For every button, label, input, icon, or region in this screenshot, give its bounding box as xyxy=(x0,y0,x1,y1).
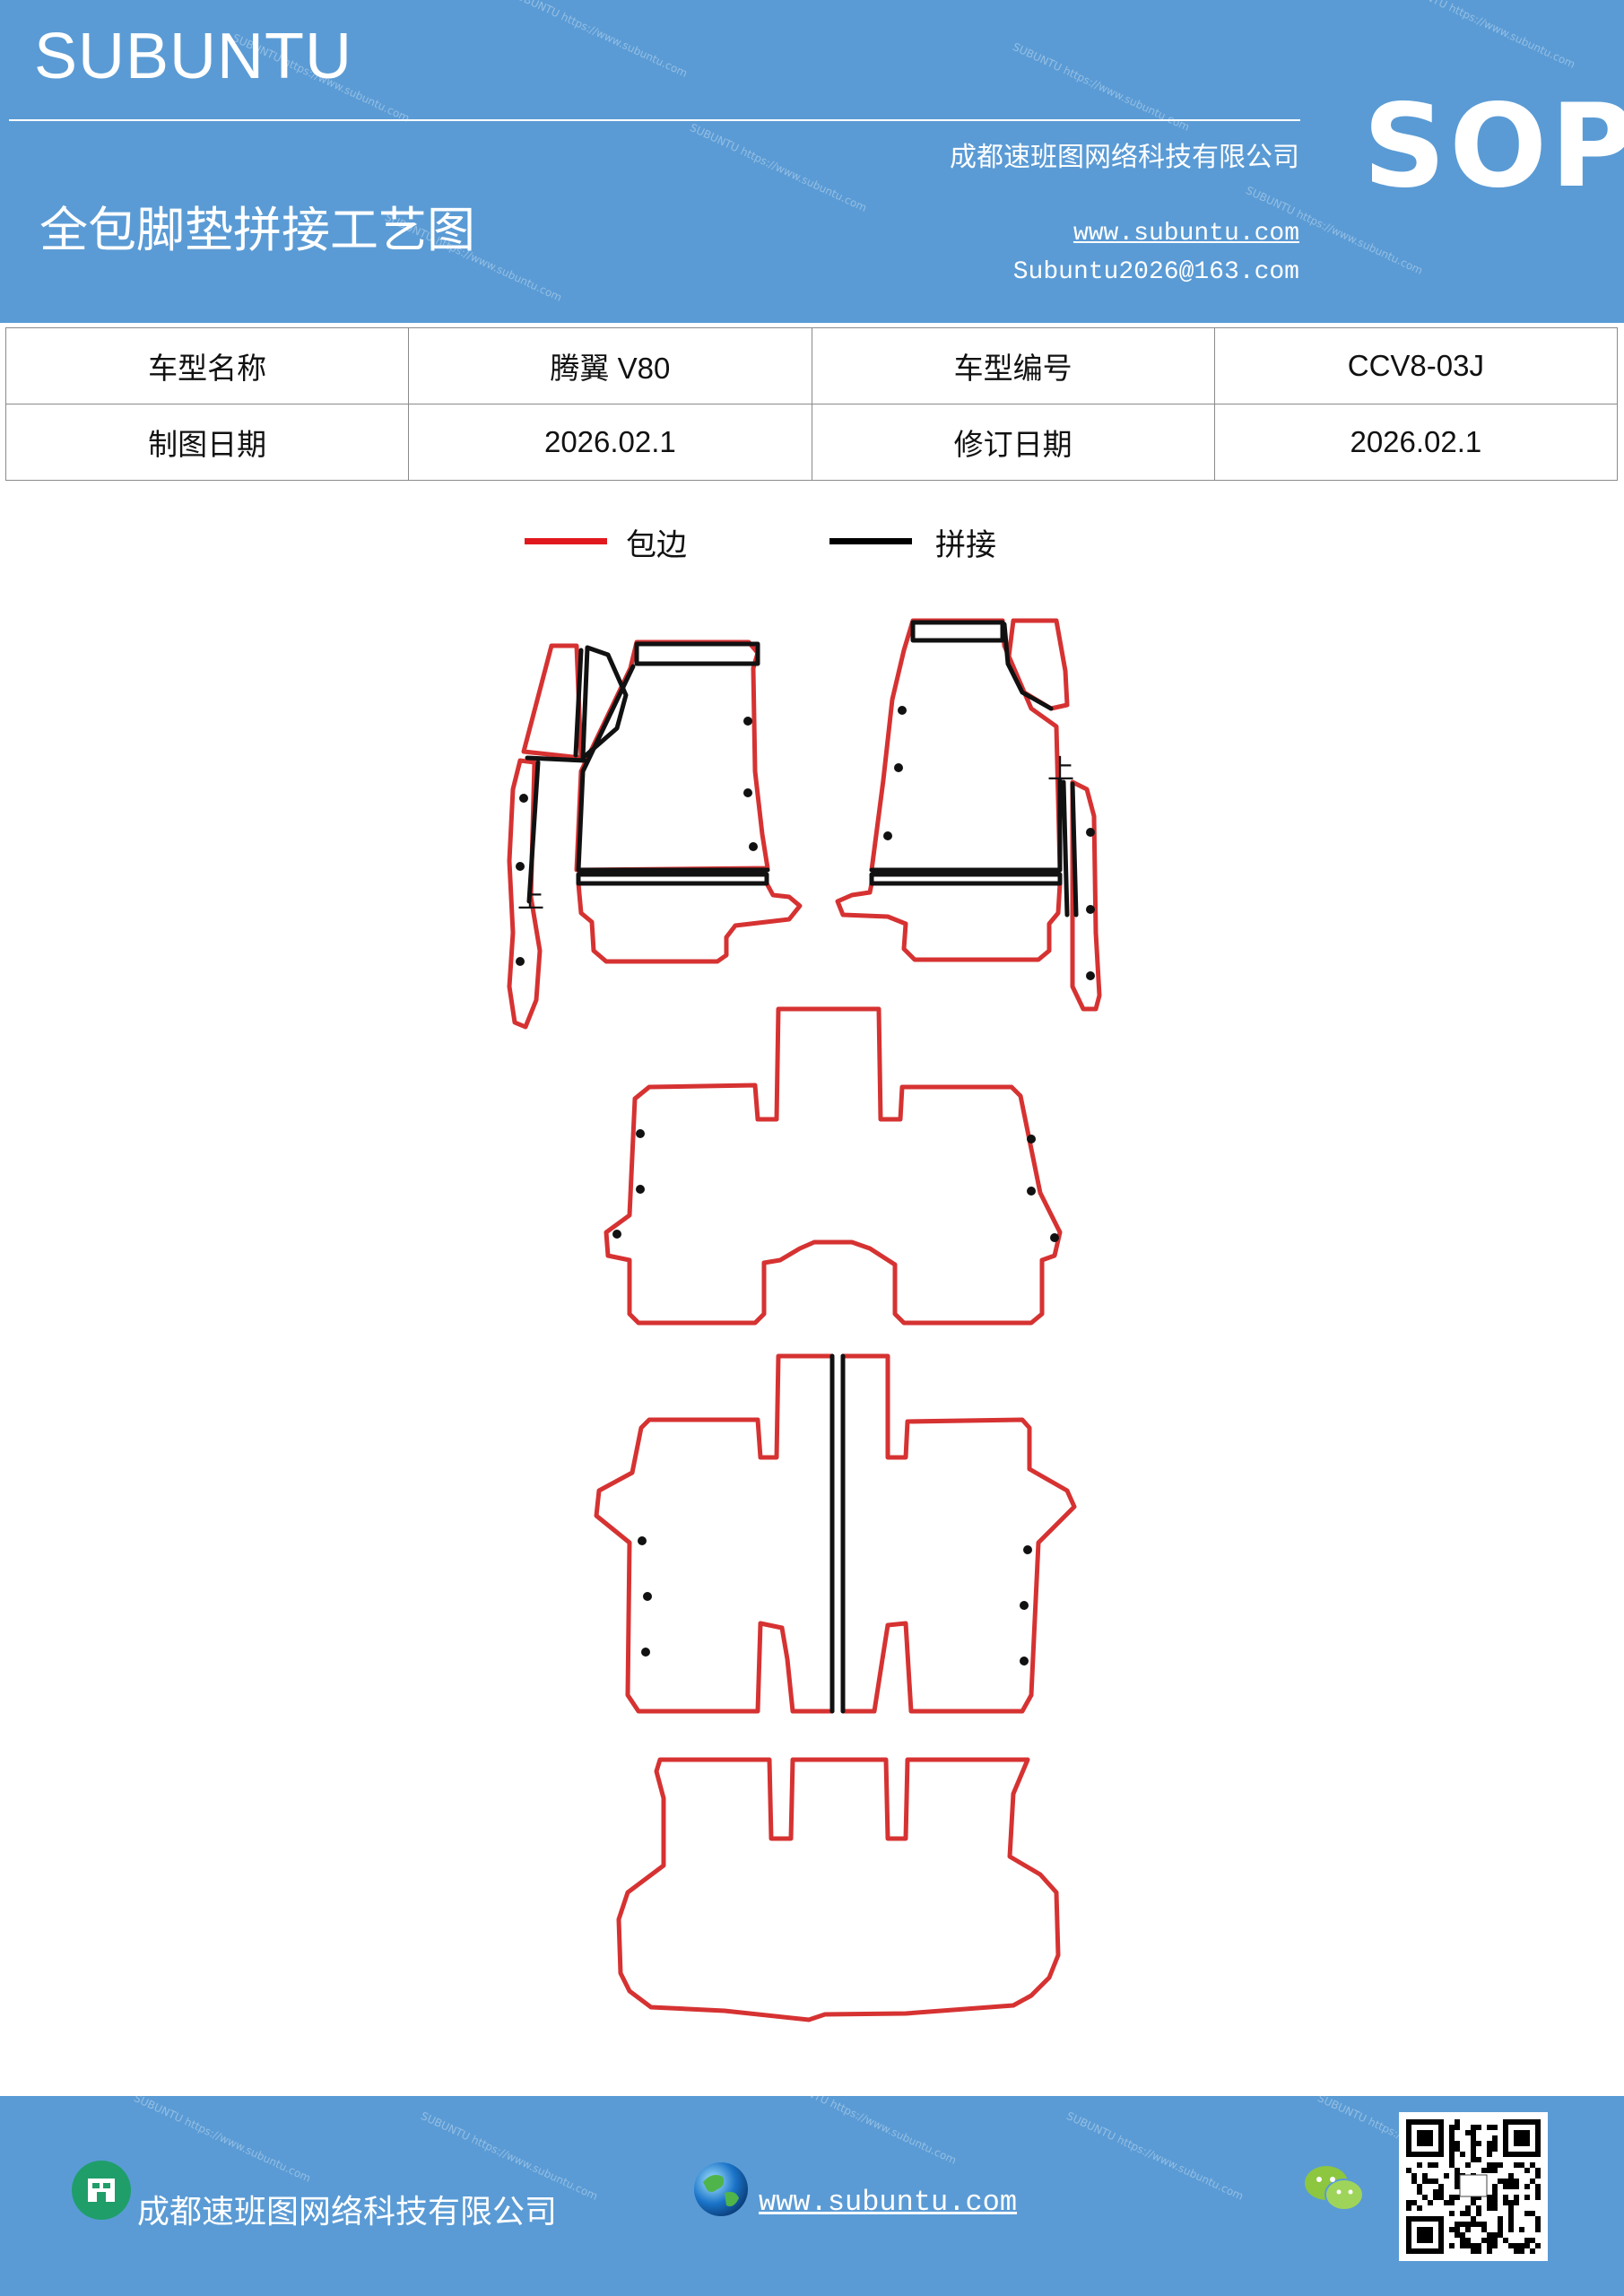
seam-line xyxy=(526,760,541,904)
fastener-dot xyxy=(519,794,528,803)
fastener-dot xyxy=(1086,971,1095,980)
mat-outline xyxy=(840,1353,1077,1714)
header-banner: SUBUNTU https://www.subuntu.com SUBUNTU … xyxy=(0,0,1624,323)
second-row-mat xyxy=(604,1006,1063,1326)
fastener-dot xyxy=(1023,1545,1032,1554)
fastener-dot xyxy=(516,862,525,871)
mat-outline xyxy=(594,1353,835,1714)
model-code-value: CCV8-03J xyxy=(1213,327,1619,404)
front-left-mat: 上 xyxy=(507,639,803,1030)
mat-outline xyxy=(835,881,1063,962)
seam-line xyxy=(1002,622,1054,711)
drawing-date-value: 2026.02.1 xyxy=(408,404,812,481)
globe-icon xyxy=(694,2162,748,2216)
seam-line xyxy=(910,620,1005,643)
table-row: 车型名称 腾翼 V80 车型编号 CCV8-03J xyxy=(4,327,1619,404)
rear-trunk-mat xyxy=(616,1757,1061,2022)
seam-line xyxy=(576,872,769,886)
vehicle-info-table: 车型名称 腾翼 V80 车型编号 CCV8-03J 制图日期 2026.02.1… xyxy=(4,327,1619,481)
seam-line xyxy=(1070,781,1079,918)
fastener-dot xyxy=(641,1648,650,1657)
seam-line xyxy=(634,641,760,666)
seam-line xyxy=(580,645,629,761)
fastener-dot xyxy=(743,717,752,726)
fastener-dot xyxy=(643,1592,652,1601)
up-mark: 上 xyxy=(517,883,544,915)
seam-line xyxy=(1061,779,1070,918)
footer-company-name: 成都速班图网络科技有限公司 xyxy=(137,2194,558,2231)
seam-line xyxy=(576,664,770,873)
wechat-icon xyxy=(1305,2166,1364,2211)
drawing-date-label: 制图日期 xyxy=(4,404,410,481)
mat-outline xyxy=(574,639,770,873)
third-row-mat xyxy=(594,1353,1077,1714)
fastener-dot xyxy=(749,842,758,851)
seam-line xyxy=(525,755,587,763)
legend-seam-swatch xyxy=(829,538,912,544)
mat-outline xyxy=(869,618,1063,873)
mat-outline xyxy=(521,643,584,761)
fastener-dot xyxy=(1086,905,1095,914)
seam-line xyxy=(573,648,584,758)
fastener-dot xyxy=(638,1536,647,1545)
fastener-dot xyxy=(612,1230,621,1239)
legend: 包边 拼接 xyxy=(0,520,1624,574)
sop-badge: SOP xyxy=(1363,80,1624,213)
fastener-dot xyxy=(898,706,907,715)
mat-outline xyxy=(604,1006,1063,1326)
brand-logo-text: SUBUNTU xyxy=(34,21,353,92)
model-name-value: 腾翼 V80 xyxy=(408,327,812,404)
fastener-dot xyxy=(883,831,892,840)
revision-date-value: 2026.02.1 xyxy=(1213,404,1619,481)
page-title: 全包脚垫拼接工艺图 xyxy=(39,202,475,258)
email-address[interactable]: Subuntu2026@163.com xyxy=(1012,258,1299,286)
qr-code-icon xyxy=(1399,2112,1548,2261)
up-mark: 上 xyxy=(1047,754,1074,786)
fastener-dot xyxy=(1027,1135,1036,1144)
building-icon xyxy=(72,2161,131,2220)
floor-mat-diagram: 上 上 xyxy=(507,618,1102,2022)
model-code-label: 车型编号 xyxy=(811,327,1215,404)
website-link[interactable]: www.subuntu.com xyxy=(1073,220,1299,248)
mat-outline xyxy=(1005,618,1070,711)
fastener-dot xyxy=(1086,828,1095,837)
fastener-dot xyxy=(743,788,752,797)
fastener-dot xyxy=(636,1185,645,1194)
fastener-dot xyxy=(1020,1657,1029,1665)
header-divider xyxy=(9,119,1300,121)
mat-outline xyxy=(576,881,803,964)
model-name-label: 车型名称 xyxy=(4,327,410,404)
company-name: 成都速班图网络科技有限公司 xyxy=(950,142,1299,173)
revision-date-label: 修订日期 xyxy=(811,404,1215,481)
fastener-dot xyxy=(1027,1187,1036,1196)
fastener-dot xyxy=(894,763,903,772)
watermark: SUBUNTU https://www.subuntu.com xyxy=(132,2092,313,2185)
mat-outline xyxy=(1070,779,1102,1012)
footer-website-link[interactable]: www.subuntu.com xyxy=(759,2186,1018,2219)
fastener-dot xyxy=(1050,1233,1059,1242)
fastener-dot xyxy=(516,957,525,966)
footer-banner: SUBUNTU https://www.subuntu.com SUBUNTU … xyxy=(0,2074,1624,2296)
legend-seam-label: 拼接 xyxy=(935,527,996,563)
legend-edge-swatch xyxy=(525,538,607,544)
legend-edge-label: 包边 xyxy=(626,527,687,563)
watermark: SUBUNTU https://www.subuntu.com xyxy=(1064,2109,1246,2203)
mat-outline xyxy=(616,1757,1061,2022)
front-right-mat: 上 xyxy=(835,618,1102,1012)
seam-line xyxy=(869,778,1063,873)
fastener-dot xyxy=(636,1129,645,1138)
seam-line xyxy=(869,872,1063,886)
table-row: 制图日期 2026.02.1 修订日期 2026.02.1 xyxy=(4,404,1619,481)
fastener-dot xyxy=(1020,1601,1029,1610)
